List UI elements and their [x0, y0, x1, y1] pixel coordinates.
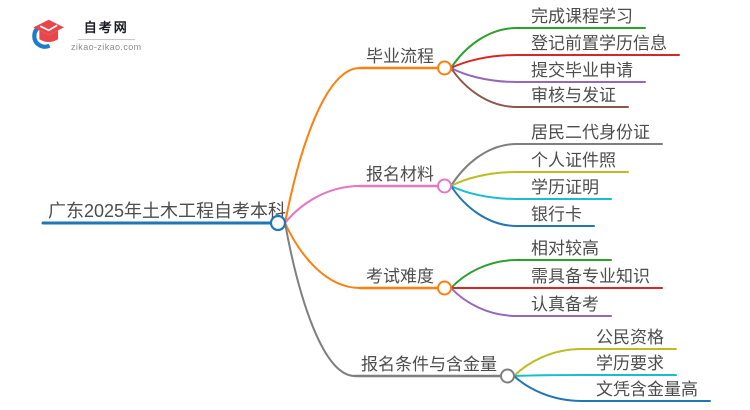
node-toggle-circle[interactable] [269, 214, 287, 232]
root-node-label[interactable]: 广东2025年土木工程自考本科 [48, 201, 286, 221]
logo-cap-board [33, 19, 64, 35]
branch-link [284, 185, 361, 224]
branch-link [513, 375, 583, 402]
branch-link [513, 374, 583, 377]
branch-node-label[interactable]: 考试难度 [366, 267, 434, 286]
leaf-node-label[interactable]: 认真备考 [531, 295, 599, 314]
graduation-cap-icon [32, 19, 64, 49]
branch-link [284, 222, 361, 289]
leaf-node-label[interactable]: 银行卡 [531, 205, 582, 224]
site-url: zikao-zikao.com [71, 42, 142, 52]
leaf-node-label[interactable]: 公民资格 [596, 328, 664, 347]
branch-link [450, 171, 518, 187]
mindmap-nodes: 广东2025年土木工程自考本科 毕业流程 完成课程学习登记前置学历信息提交毕业申请审… [41, 7, 711, 402]
branch-link [450, 287, 518, 317]
leaf-node-label[interactable]: 学历要求 [596, 354, 664, 373]
node-toggle-circle[interactable] [500, 368, 515, 384]
leaf-node-label[interactable]: 审核与发证 [531, 86, 616, 105]
branch-link [450, 185, 518, 200]
logo-text-block: 自考网 zikao-zikao.com [71, 17, 142, 52]
leaf-node-label[interactable]: 居民二代身份证 [531, 123, 650, 142]
branch-link [450, 27, 518, 69]
branch-link [450, 54, 518, 69]
leaf-node-label[interactable]: 相对较高 [531, 239, 599, 258]
branch-link [450, 259, 518, 289]
branch-link [450, 67, 518, 83]
branch-link [450, 67, 518, 108]
leaf-node-label[interactable]: 需具备专业知识 [531, 267, 650, 286]
leaf-node-label[interactable]: 登记前置学历信息 [531, 34, 667, 53]
leaf-node-label[interactable]: 文凭含金量高 [596, 380, 698, 399]
branch-node-label[interactable]: 毕业流程 [366, 47, 434, 66]
logo-cap-front [39, 29, 59, 42]
branch-link [450, 143, 518, 187]
branch-link [284, 222, 356, 377]
site-name: 自考网 [77, 17, 135, 40]
leaf-node-label[interactable]: 个人证件照 [531, 151, 616, 170]
logo-cap-fold [39, 23, 58, 31]
branch-link [450, 185, 518, 227]
branch-node-label[interactable]: 报名条件与含金量 [361, 355, 497, 374]
branch-link [284, 67, 361, 224]
node-toggle-circle[interactable] [437, 60, 452, 76]
site-logo: 自考网 zikao-zikao.com [28, 17, 142, 52]
branch-node-label[interactable]: 报名材料 [366, 165, 434, 184]
mindmap-links [284, 27, 583, 402]
node-toggle-circle[interactable] [437, 280, 452, 296]
leaf-node-label[interactable]: 完成课程学习 [531, 7, 633, 26]
branch-link [513, 348, 583, 377]
node-toggle-circle[interactable] [437, 178, 452, 194]
leaf-node-label[interactable]: 学历证明 [531, 178, 599, 197]
leaf-node-label[interactable]: 提交毕业申请 [531, 61, 633, 80]
